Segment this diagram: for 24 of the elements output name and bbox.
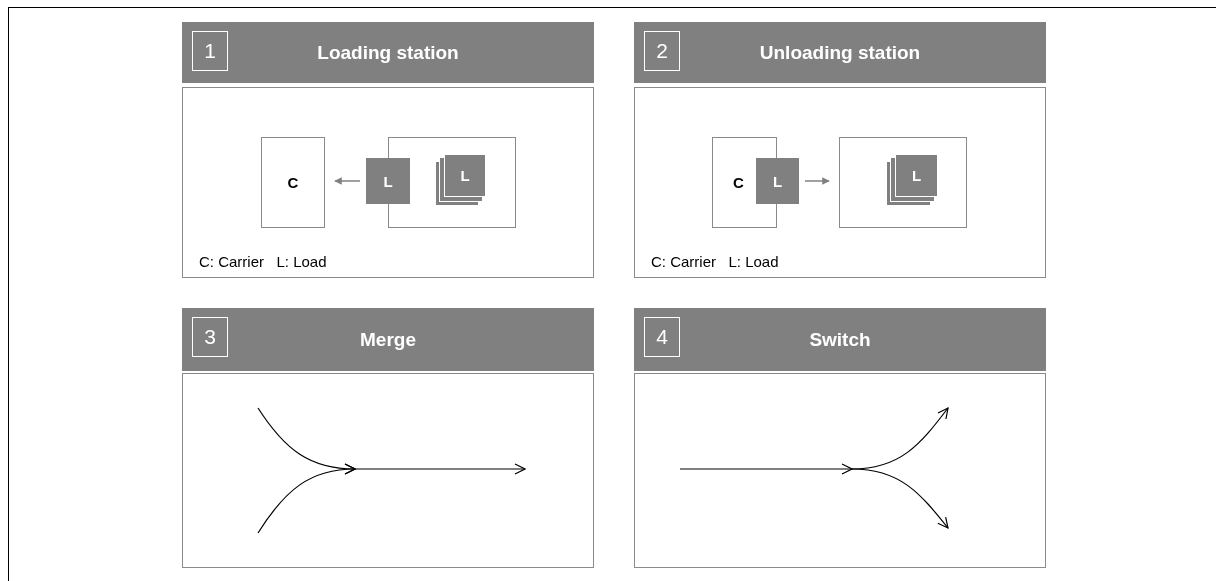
panel-body [634, 87, 1046, 278]
panel-title: Merge [360, 328, 416, 351]
load-box: L [756, 158, 799, 204]
step-number: 1 [192, 31, 228, 71]
carrier-box: C [261, 137, 325, 228]
step-number: 2 [644, 31, 680, 71]
load-box: L [366, 158, 410, 204]
header-band [634, 22, 1046, 83]
legend-text: C: Carrier L: Load [651, 253, 779, 270]
header-band [634, 308, 1046, 371]
panel-body [182, 373, 594, 568]
arrow [334, 177, 361, 185]
panel-title: Unloading station [759, 41, 921, 64]
panel-title: Switch [809, 328, 871, 351]
legend-text: C: Carrier L: Load [199, 253, 327, 270]
header-band [182, 22, 594, 83]
panel-title: Loading station [317, 41, 459, 64]
arrow [804, 177, 830, 185]
station-box [839, 137, 967, 228]
step-number: 4 [644, 317, 680, 357]
panel-body [182, 87, 594, 278]
step-number: 3 [192, 317, 228, 357]
header-band [182, 308, 594, 371]
panel-body [634, 373, 1046, 568]
